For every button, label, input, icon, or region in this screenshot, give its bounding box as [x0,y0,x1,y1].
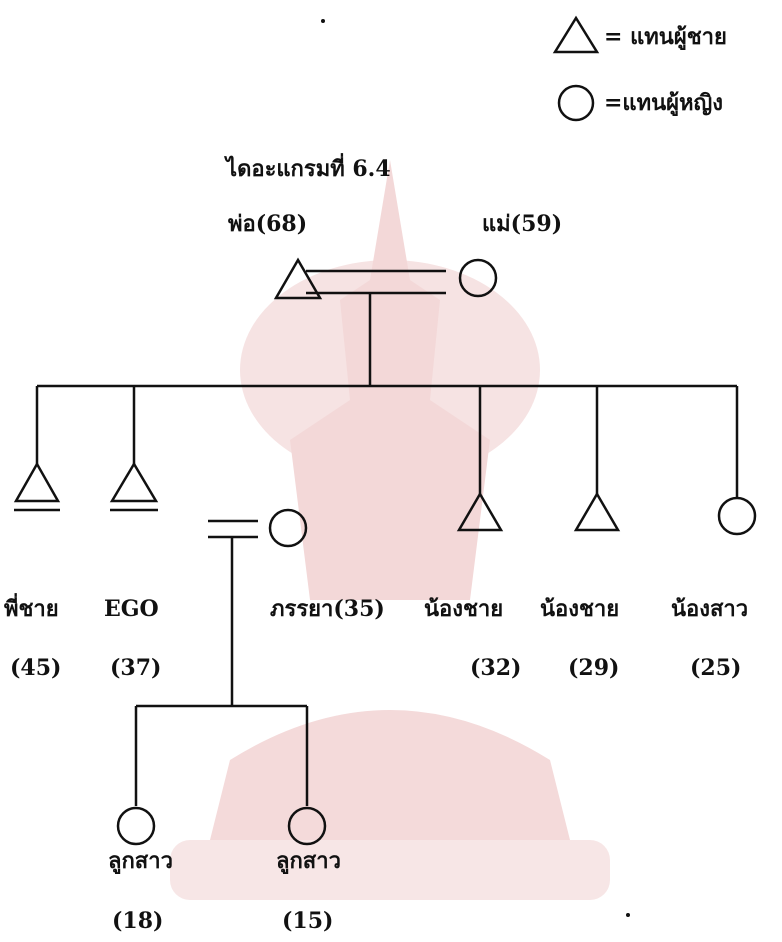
mother-circle-icon [458,258,498,298]
mother-label: แม่(59) [482,211,563,237]
legend-circle-icon [557,84,595,122]
younger-brother2-age: (29) [568,655,620,681]
daughter1-age: (18) [112,908,164,934]
younger-brother1-age: (32) [470,655,522,681]
father-triangle-icon [273,257,323,300]
younger-sister-age: (25) [690,655,742,681]
daughter2-label: ลูกสาว [276,848,341,874]
speck [321,19,325,23]
younger-brother2-label: น้องชาย [540,596,620,622]
younger-sister-circle-icon [717,496,757,536]
legend-triangle-icon [552,15,600,54]
younger-brother2-triangle-icon [573,491,621,532]
ego-label: EGO [104,596,159,622]
speck [626,913,630,917]
wife-label: ภรรยา(35) [270,596,385,622]
father-label: พ่อ(68) [228,211,308,237]
diagram-title: ไดอะแกรมที่ 6.4 [226,156,391,182]
younger-brother1-triangle-icon [456,491,504,532]
legend-female-label: =แทนผู้หญิง [604,90,724,116]
daughter2-circle-icon [287,806,327,846]
daughter1-circle-icon [116,806,156,846]
daughter2-age: (15) [282,908,334,934]
elder-brother-age: (45) [10,655,62,681]
wife-circle-icon [268,508,308,548]
elder-brother-triangle-icon [13,461,61,503]
elder-brother-label: พี่ชาย [4,596,59,622]
ego-age: (37) [110,655,162,681]
younger-sister-label: น้องสาว [671,596,749,622]
legend-male-label: = แทนผู้ชาย [604,24,727,50]
younger-brother1-label: น้องชาย [424,596,504,622]
ego-triangle-icon [109,461,159,503]
daughter1-label: ลูกสาว [108,848,173,874]
